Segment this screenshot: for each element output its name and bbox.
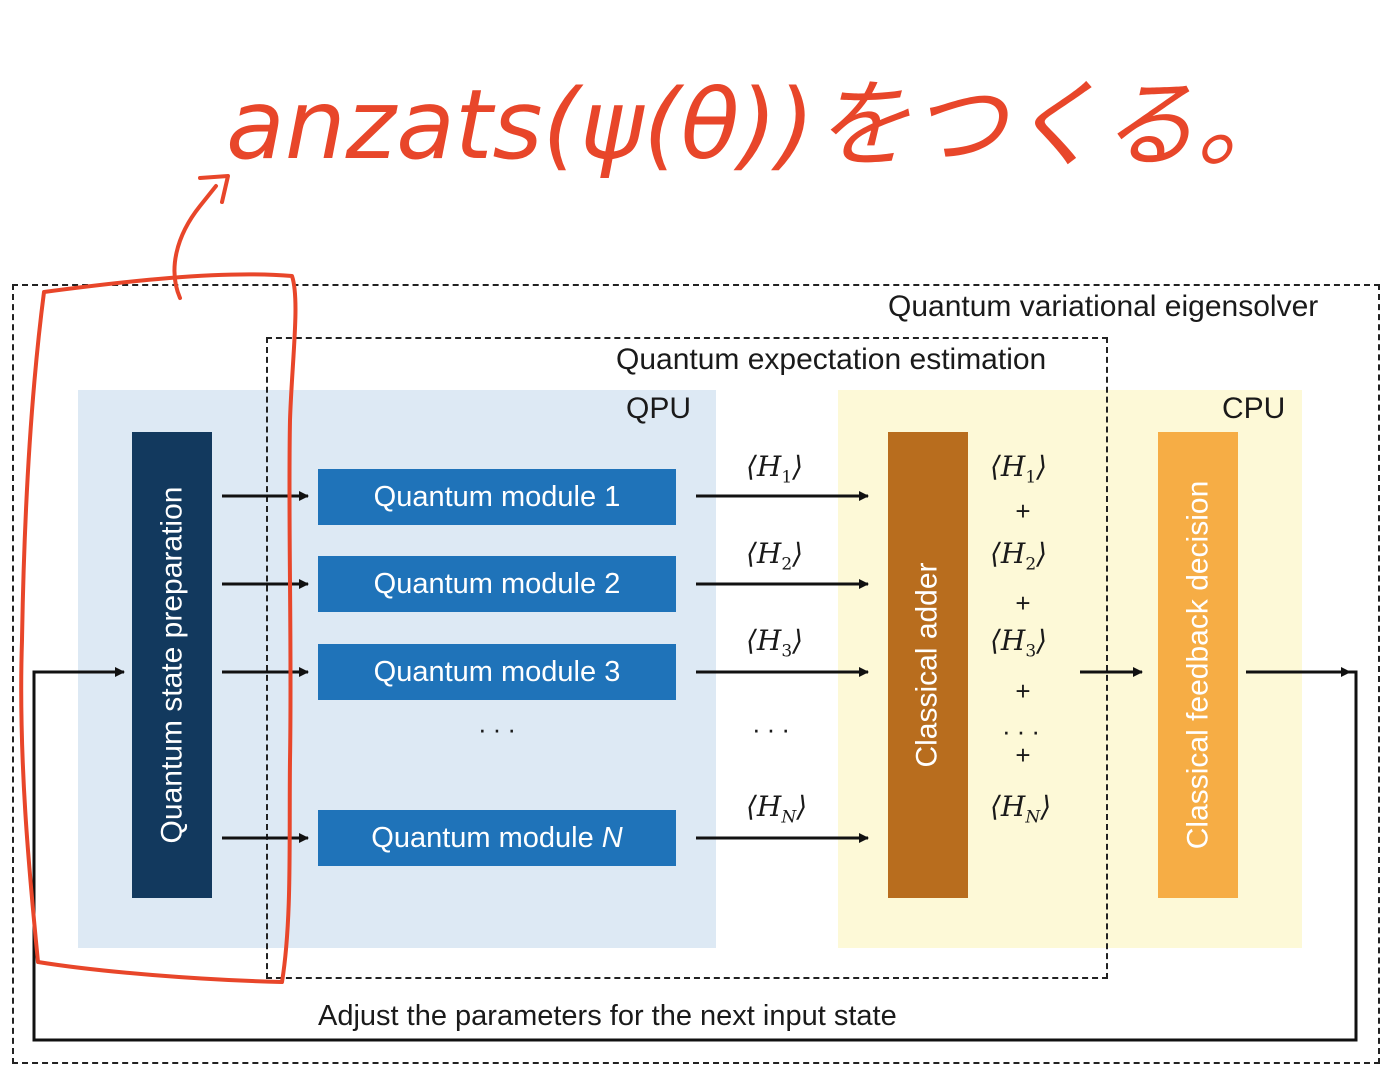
state-prep-block: Quantum state preparation bbox=[132, 432, 212, 898]
outer-box-label: Quantum variational eigensolver bbox=[888, 290, 1319, 323]
quantum-module-2: Quantum module 2 bbox=[318, 556, 676, 612]
quantum-module-n: Quantum module N bbox=[318, 810, 676, 866]
expectation-label-2: ⟨H2⟩ bbox=[746, 537, 804, 575]
expectation-label-1: ⟨H1⟩ bbox=[746, 450, 804, 488]
inner-dashed-box bbox=[266, 337, 1108, 979]
annotation-bracket bbox=[19, 272, 298, 984]
quantum-module-3: Quantum module 3 bbox=[318, 644, 676, 700]
annotation-arrow bbox=[172, 174, 230, 300]
sum-term-n: ⟨HN⟩ bbox=[990, 790, 1052, 828]
expectation-label-3: ⟨H3⟩ bbox=[746, 624, 804, 662]
annotation-handwritten-note: anzats(ψ(θ))をつくる。 bbox=[226, 69, 1293, 181]
handwritten-annotation bbox=[19, 174, 298, 984]
sum-term-2: ⟨H2⟩ bbox=[990, 537, 1048, 575]
sum-term-3: ⟨H3⟩ bbox=[990, 624, 1048, 662]
modules-ellipsis: ··· bbox=[478, 714, 522, 744]
sum-plus-4: + bbox=[1015, 740, 1031, 770]
cpu-label: CPU bbox=[1222, 392, 1286, 425]
quantum-module-1: Quantum module 1 bbox=[318, 469, 676, 525]
sum-plus-2: + bbox=[1015, 588, 1031, 618]
sum-plus-1: + bbox=[1015, 496, 1031, 526]
feedback-loop-line bbox=[32, 667, 1358, 1042]
feedback-label: Adjust the parameters for the next input… bbox=[318, 1000, 897, 1032]
classical-decision-block: Classical feedback decision bbox=[1158, 432, 1238, 898]
inner-box-label: Quantum expectation estimation bbox=[616, 343, 1047, 376]
expectation-ellipsis: ··· bbox=[752, 714, 796, 744]
classical-adder-block: Classical adder bbox=[888, 432, 968, 898]
sum-plus-3: + bbox=[1015, 676, 1031, 706]
expectation-label-n: ⟨HN⟩ bbox=[746, 790, 808, 828]
sum-term-1: ⟨H1⟩ bbox=[990, 450, 1048, 488]
outer-dashed-box bbox=[12, 284, 1380, 1064]
qpu-label: QPU bbox=[626, 392, 692, 425]
sum-ellipsis: ··· bbox=[1002, 716, 1046, 746]
